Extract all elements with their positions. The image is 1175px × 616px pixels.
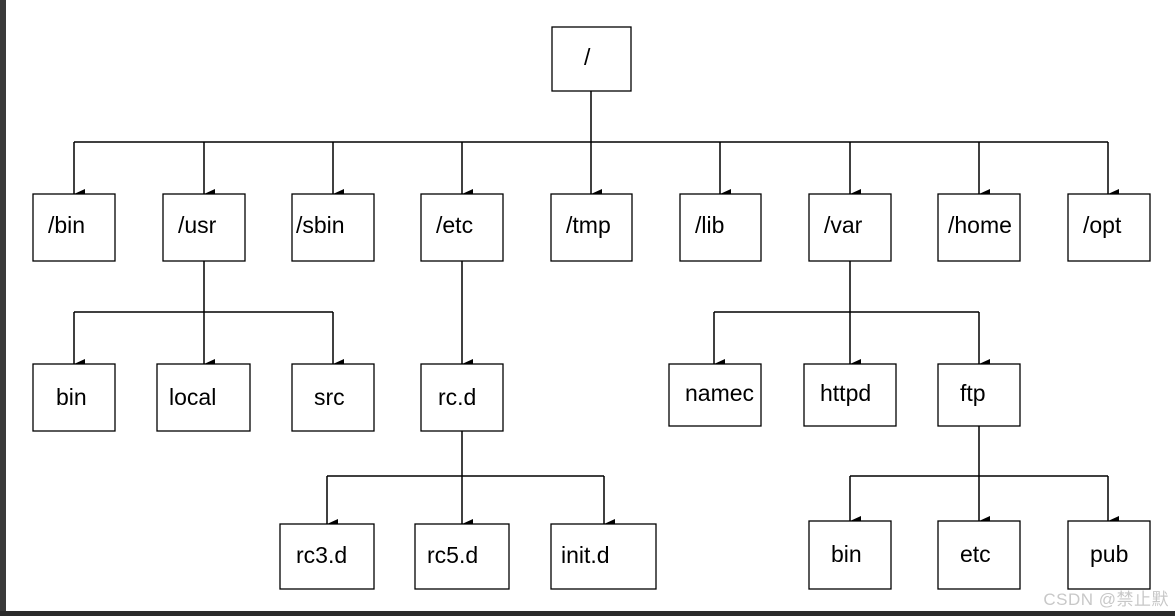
node-rcd-label: rc.d — [438, 384, 476, 410]
node-usr-src-label: src — [314, 384, 345, 410]
node-initd-label: init.d — [561, 542, 610, 568]
node-var-label: /var — [824, 212, 863, 238]
tree-edges — [73, 91, 1119, 529]
node-ftp-etc: etc — [937, 520, 1021, 590]
node-root: / — [551, 26, 632, 92]
node-lib-label: /lib — [695, 212, 724, 238]
node-usr-label: /usr — [178, 212, 217, 238]
node-ftp: ftp — [937, 363, 1021, 427]
node-opt-label: /opt — [1083, 212, 1122, 238]
node-httpd-label: httpd — [820, 380, 871, 406]
node-usr-src: src — [291, 363, 375, 432]
node-etc: /etc — [420, 193, 504, 262]
node-sbin: /sbin — [291, 193, 375, 262]
node-usr-bin: bin — [32, 363, 116, 432]
node-rc3d-label: rc3.d — [296, 542, 347, 568]
node-ftp-pub: pub — [1067, 520, 1151, 590]
node-rcd: rc.d — [420, 363, 504, 432]
node-home-label: /home — [948, 212, 1012, 238]
node-initd: init.d — [550, 523, 657, 590]
csdn-watermark: CSDN @禁止默 — [1043, 590, 1169, 609]
node-var: /var — [808, 193, 892, 262]
node-usr-local-label: local — [169, 384, 216, 410]
node-ftp-label: ftp — [960, 380, 986, 406]
node-ftp-bin-label: bin — [831, 541, 862, 567]
node-root-label: / — [584, 44, 591, 70]
node-named: namec — [668, 363, 762, 427]
node-ftp-bin: bin — [808, 520, 892, 590]
node-tmp: /tmp — [550, 193, 633, 262]
node-rc3d: rc3.d — [279, 523, 375, 590]
node-etc-label: /etc — [436, 212, 473, 238]
node-lib: /lib — [679, 193, 762, 262]
node-bin: /bin — [32, 193, 116, 262]
node-usr: /usr — [162, 193, 246, 262]
window-frame-left — [0, 0, 6, 616]
node-usr-bin-label: bin — [56, 384, 87, 410]
node-opt: /opt — [1067, 193, 1151, 262]
node-httpd: httpd — [803, 363, 897, 427]
node-bin-label: /bin — [48, 212, 85, 238]
node-ftp-pub-label: pub — [1090, 541, 1128, 567]
node-rc5d: rc5.d — [414, 523, 510, 590]
node-tmp-label: /tmp — [566, 212, 611, 238]
node-ftp-etc-label: etc — [960, 541, 991, 567]
node-rc5d-label: rc5.d — [427, 542, 478, 568]
node-home: /home — [937, 193, 1021, 262]
window-frame-bottom — [0, 611, 1175, 616]
node-usr-local: local — [156, 363, 251, 432]
node-sbin-label: /sbin — [296, 212, 345, 238]
node-named-label: namec — [685, 380, 754, 406]
